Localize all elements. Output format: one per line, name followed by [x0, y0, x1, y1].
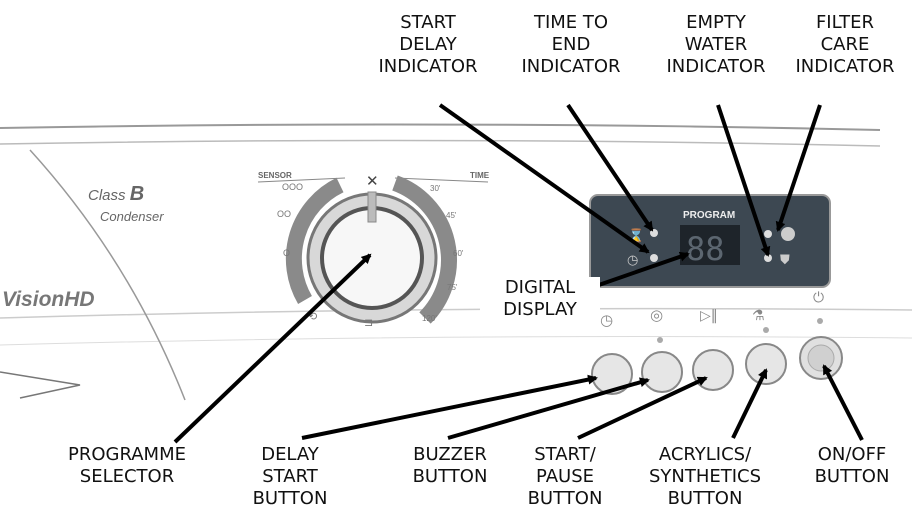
label-start-pause-button: START/ PAUSE BUTTON: [527, 444, 603, 509]
fan-icon: ✕: [366, 172, 379, 190]
start-delay-led: [650, 254, 658, 262]
arrow-on-off: [822, 364, 864, 441]
time-mark-120: 120': [422, 314, 437, 323]
arrow-start-delay: [438, 103, 650, 254]
buzzer-symbol-icon: ◎: [650, 306, 663, 324]
label-digital-display: DIGITAL DISPLAY: [480, 277, 600, 321]
brand-class-text: Class B: [88, 183, 144, 205]
dial-time-underline: [394, 177, 489, 183]
label-empty-water-indicator: EMPTY WATER INDICATOR: [666, 12, 766, 77]
digital-display: [680, 225, 740, 265]
buzzer-button[interactable]: [641, 351, 683, 393]
dial-time-arc: [392, 175, 457, 324]
label-filter-care-indicator: FILTER CARE INDICATOR: [795, 12, 895, 77]
brand-model-text: VisionHD: [2, 288, 95, 311]
empty-water-led: [764, 254, 772, 262]
arrow-empty-water: [716, 104, 771, 257]
acrylics-synthetics-button[interactable]: [745, 343, 787, 385]
power-led: [817, 318, 823, 324]
panel-lower-line-2: [0, 336, 912, 346]
start-pause-button[interactable]: [692, 349, 734, 391]
panel-top-edge: [0, 123, 881, 131]
display-title: PROGRAM: [683, 210, 735, 221]
panel-lower-line: [0, 307, 912, 319]
dial-sensor-underline: [257, 177, 346, 183]
display-panel: PROGRAM 88 ⌛ ◷ ⛊: [589, 194, 831, 288]
filter-care-led: [764, 230, 772, 238]
dial-time-label: TIME: [470, 171, 490, 180]
panel-curve-edge: [29, 149, 186, 401]
dial-knob-face: [320, 206, 424, 310]
label-delay-start-button: DELAY START BUTTON: [252, 444, 328, 509]
programme-selector-dial[interactable]: SENSOR TIME ✕ OOO OO O 30' 45' 60' 75' 1…: [257, 171, 490, 329]
arrow-filter-care: [775, 104, 822, 232]
arrow-buzzer: [447, 377, 650, 440]
dial-sensor-label: SENSOR: [258, 171, 292, 180]
time-mark-75: 75': [447, 283, 458, 292]
display-digits: 88: [686, 230, 725, 268]
arrow-programme-selector: [173, 253, 372, 444]
play-pause-symbol-icon: ▷‖: [700, 308, 718, 324]
delay-start-button[interactable]: [591, 353, 633, 395]
label-acrylics-synthetics-button: ACRYLICS/ SYNTHETICS BUTTON: [648, 444, 762, 509]
power-symbol-icon: ⏻: [813, 290, 824, 306]
arrow-time-to-end: [566, 103, 654, 232]
time-mark-30: 30': [430, 184, 441, 193]
delay-symbol-icon: ◷: [600, 311, 613, 329]
panel-accent-line: [0, 371, 81, 399]
dial-pointer: [367, 191, 377, 223]
sensor-mark-1: O: [283, 248, 290, 258]
filter-icon: [781, 227, 795, 241]
buzzer-led: [657, 337, 663, 343]
label-buzzer-button: BUZZER BUTTON: [412, 444, 488, 487]
label-programme-selector: PROGRAMME SELECTOR: [67, 444, 186, 487]
start-delay-icon: ◷: [627, 253, 638, 268]
acrylics-led: [763, 327, 769, 333]
time-mark-45: 45': [446, 211, 457, 220]
time-mark-60: 60': [453, 249, 464, 258]
panel-top-edge-inner: [0, 139, 881, 147]
sensor-mark-2: OO: [277, 209, 291, 219]
refresh-icon: ⟲: [308, 310, 317, 323]
acrylics-symbol-icon: ⚗: [752, 308, 765, 324]
label-on-off-button: ON/OFF BUTTON: [814, 444, 890, 487]
arrow-start-pause: [577, 376, 708, 440]
water-tank-icon: ⛊: [780, 253, 790, 268]
arrow-acrylics: [731, 368, 768, 439]
label-time-to-end-indicator: TIME TO END INDICATOR: [521, 12, 621, 77]
arrow-delay-start: [301, 374, 598, 440]
iron-icon: ⊐: [364, 316, 373, 329]
brand-condenser-text: Condenser: [100, 209, 164, 224]
on-off-button-inner: [807, 344, 835, 372]
dial-sensor-arc: [285, 177, 344, 305]
sensor-mark-3: OOO: [282, 182, 303, 192]
label-start-delay-indicator: START DELAY INDICATOR: [378, 12, 478, 77]
